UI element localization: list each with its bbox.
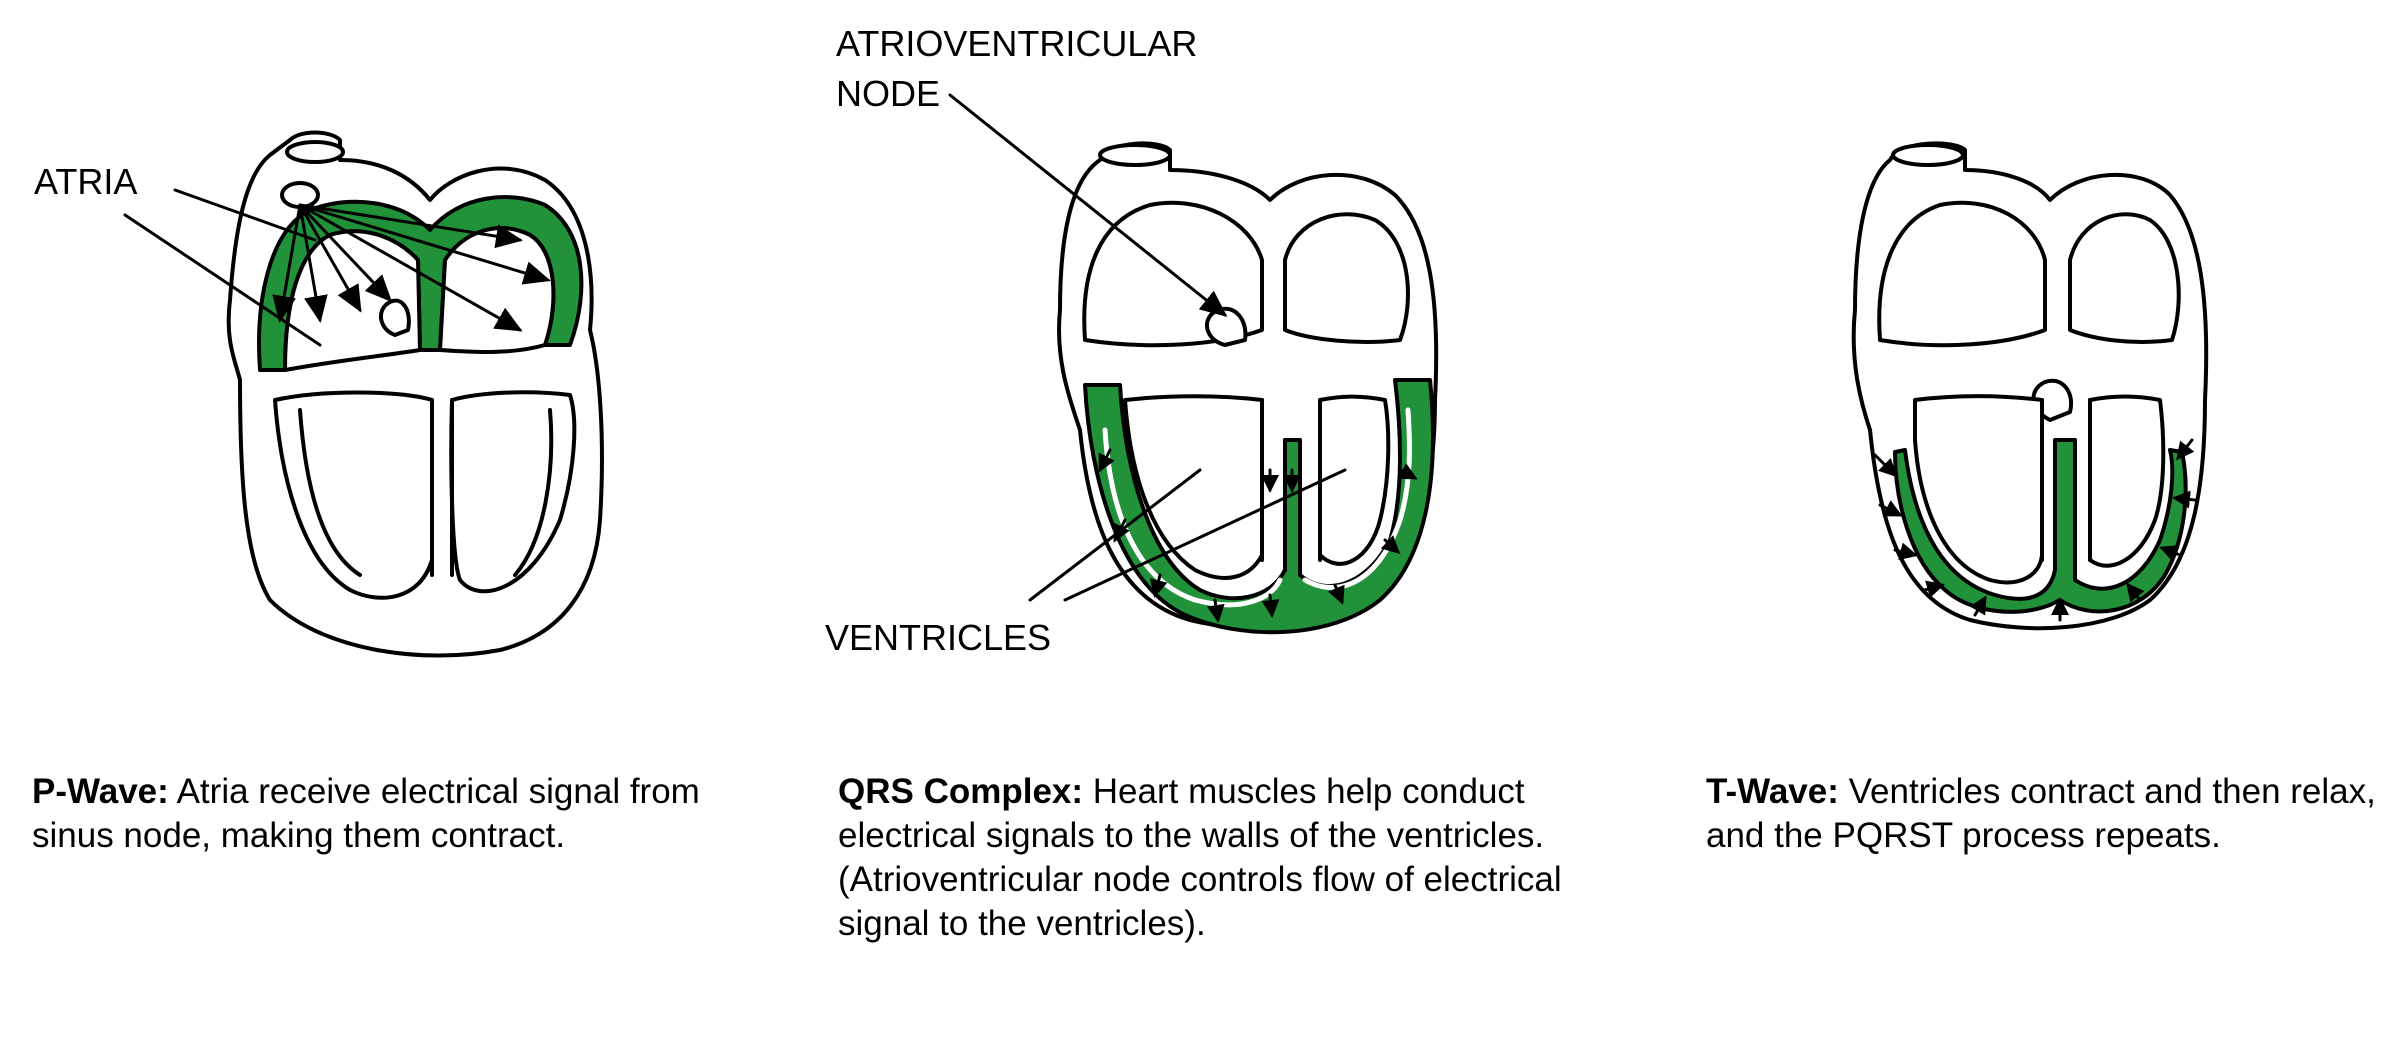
heart-t-wave [1851, 141, 2209, 631]
av-node-label-line2: NODE [836, 73, 940, 114]
heart-p-wave [123, 130, 604, 658]
ventricles-label: VENTRICLES [825, 617, 1051, 658]
caption-p-wave-title: P-Wave: [32, 772, 169, 811]
caption-t-wave-title: T-Wave: [1706, 772, 1839, 811]
caption-qrs: QRS Complex: Heart muscles help conduct … [838, 770, 1578, 946]
heart-2-ventricle-signal [1083, 378, 1435, 635]
caption-t-wave-text: Ventricles contract and then relax, and … [1706, 772, 2376, 855]
caption-p-wave: P-Wave: Atria receive electrical signal … [32, 770, 782, 858]
atria-label: ATRIA [34, 161, 137, 202]
caption-qrs-title: QRS Complex: [838, 772, 1084, 811]
caption-qrs-text: Heart muscles help conduct electrical si… [838, 772, 1562, 943]
heart-qrs [948, 93, 1439, 635]
caption-t-wave: T-Wave: Ventricles contract and then rel… [1706, 770, 2396, 858]
heart-1-aorta [285, 140, 345, 164]
av-node-label-line1: ATRIOVENTRICULAR [836, 23, 1197, 64]
caption-p-wave-text: Atria receive electrical signal from sin… [32, 772, 700, 855]
